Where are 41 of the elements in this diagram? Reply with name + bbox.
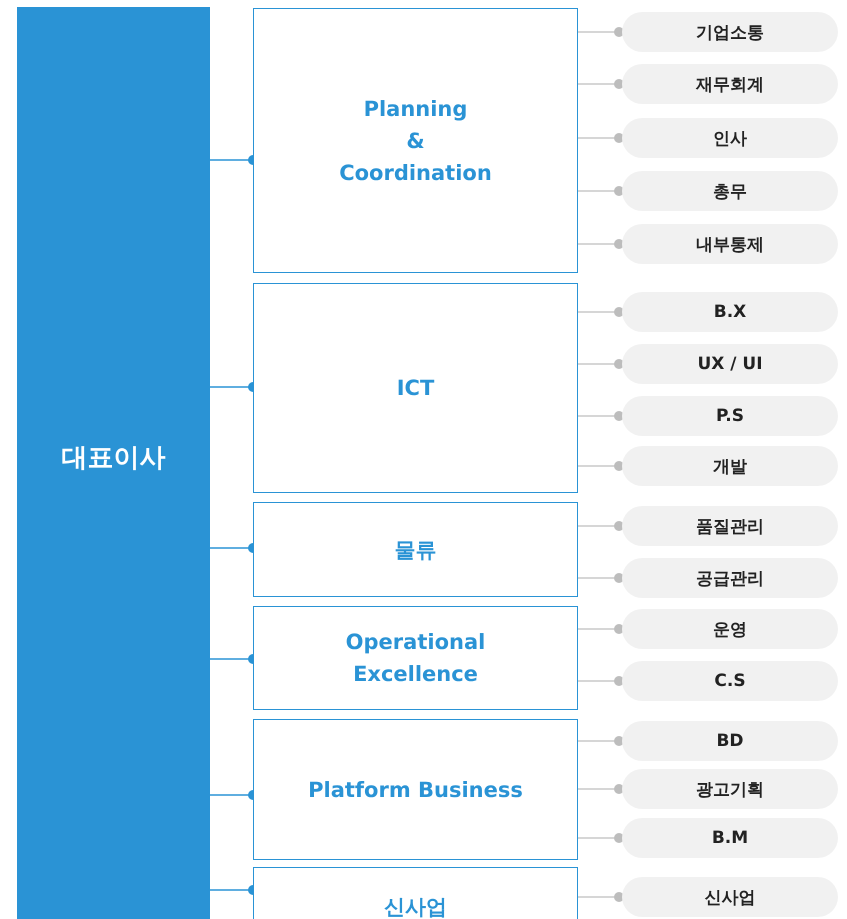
connector-line [578,676,624,686]
connector-line [578,307,624,317]
connector-line [578,411,624,421]
connector-line [578,521,624,531]
connector-line [578,573,624,583]
team-pill: 개발 [622,446,838,486]
connector-line [578,784,624,794]
department-box: 물류 [253,502,578,597]
connector-line [578,359,624,369]
team-pill: 기업소통 [622,12,838,52]
connector-line [578,833,624,843]
executive-bar: 대표이사 [17,7,210,919]
team-pill: BD [622,721,838,761]
department-box: Planning & Coordination [253,8,578,273]
connector-line [578,461,624,471]
team-pill: 품질관리 [622,506,838,546]
connector-line [578,186,624,196]
department-box: 신사업 [253,867,578,919]
team-pill: 운영 [622,609,838,649]
team-pill: 광고기획 [622,769,838,809]
connector-line [578,239,624,249]
department-box: Operational Excellence [253,606,578,710]
team-pill: UX / UI [622,344,838,384]
connector-line [578,27,624,37]
connector-line [578,133,624,143]
connector-line [578,736,624,746]
connector-line [578,892,624,902]
team-pill: 재무회계 [622,64,838,104]
department-box: Platform Business [253,719,578,860]
connector-line [578,624,624,634]
department-box: ICT [253,283,578,493]
team-pill: 총무 [622,171,838,211]
team-pill: 신사업 [622,877,838,917]
connector-line [578,79,624,89]
team-pill: B.X [622,292,838,332]
team-pill: B.M [622,818,838,858]
team-pill: 내부통제 [622,224,838,264]
team-pill: 공급관리 [622,558,838,598]
team-pill: P.S [622,396,838,436]
team-pill: C.S [622,661,838,701]
team-pill: 인사 [622,118,838,158]
